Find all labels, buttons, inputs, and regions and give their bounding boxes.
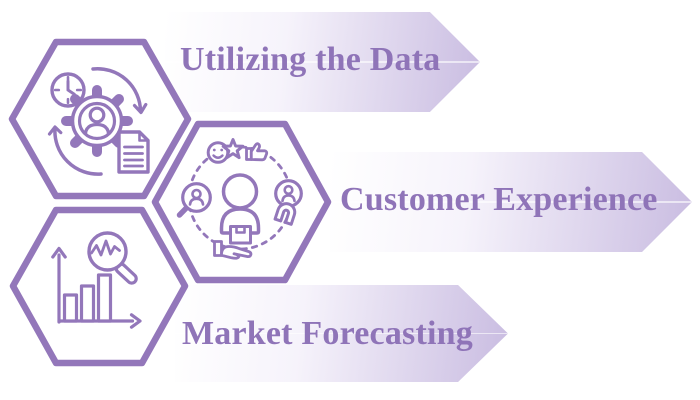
magnifier-person-icon (176, 182, 212, 218)
gift-in-hand-icon (213, 225, 253, 260)
clock-gear-person-document-icon (47, 67, 150, 176)
cycle-arrows-icon (47, 67, 148, 176)
gear-person-icon (61, 85, 133, 157)
label-customer-experience: Customer Experience (340, 181, 658, 218)
customer-network-feedback-icon (176, 138, 303, 260)
person-icon (219, 173, 261, 235)
label-market-forecasting: Market Forecasting (182, 315, 473, 352)
thumbs-up-icon (245, 142, 269, 162)
arrow-banner-utilizing-the-data (165, 12, 480, 112)
arrow-banner-customer-experience (330, 152, 692, 252)
magnet-icon (273, 202, 297, 226)
star-icon (221, 138, 245, 160)
bars (62, 273, 113, 323)
arrow-banner-market-forecasting (175, 285, 508, 382)
label-utilizing-the-data: Utilizing the Data (180, 41, 441, 78)
document-icon (117, 130, 150, 174)
magnifier-waveform-icon (87, 231, 138, 285)
bar-chart-magnifier-icon (51, 231, 142, 329)
